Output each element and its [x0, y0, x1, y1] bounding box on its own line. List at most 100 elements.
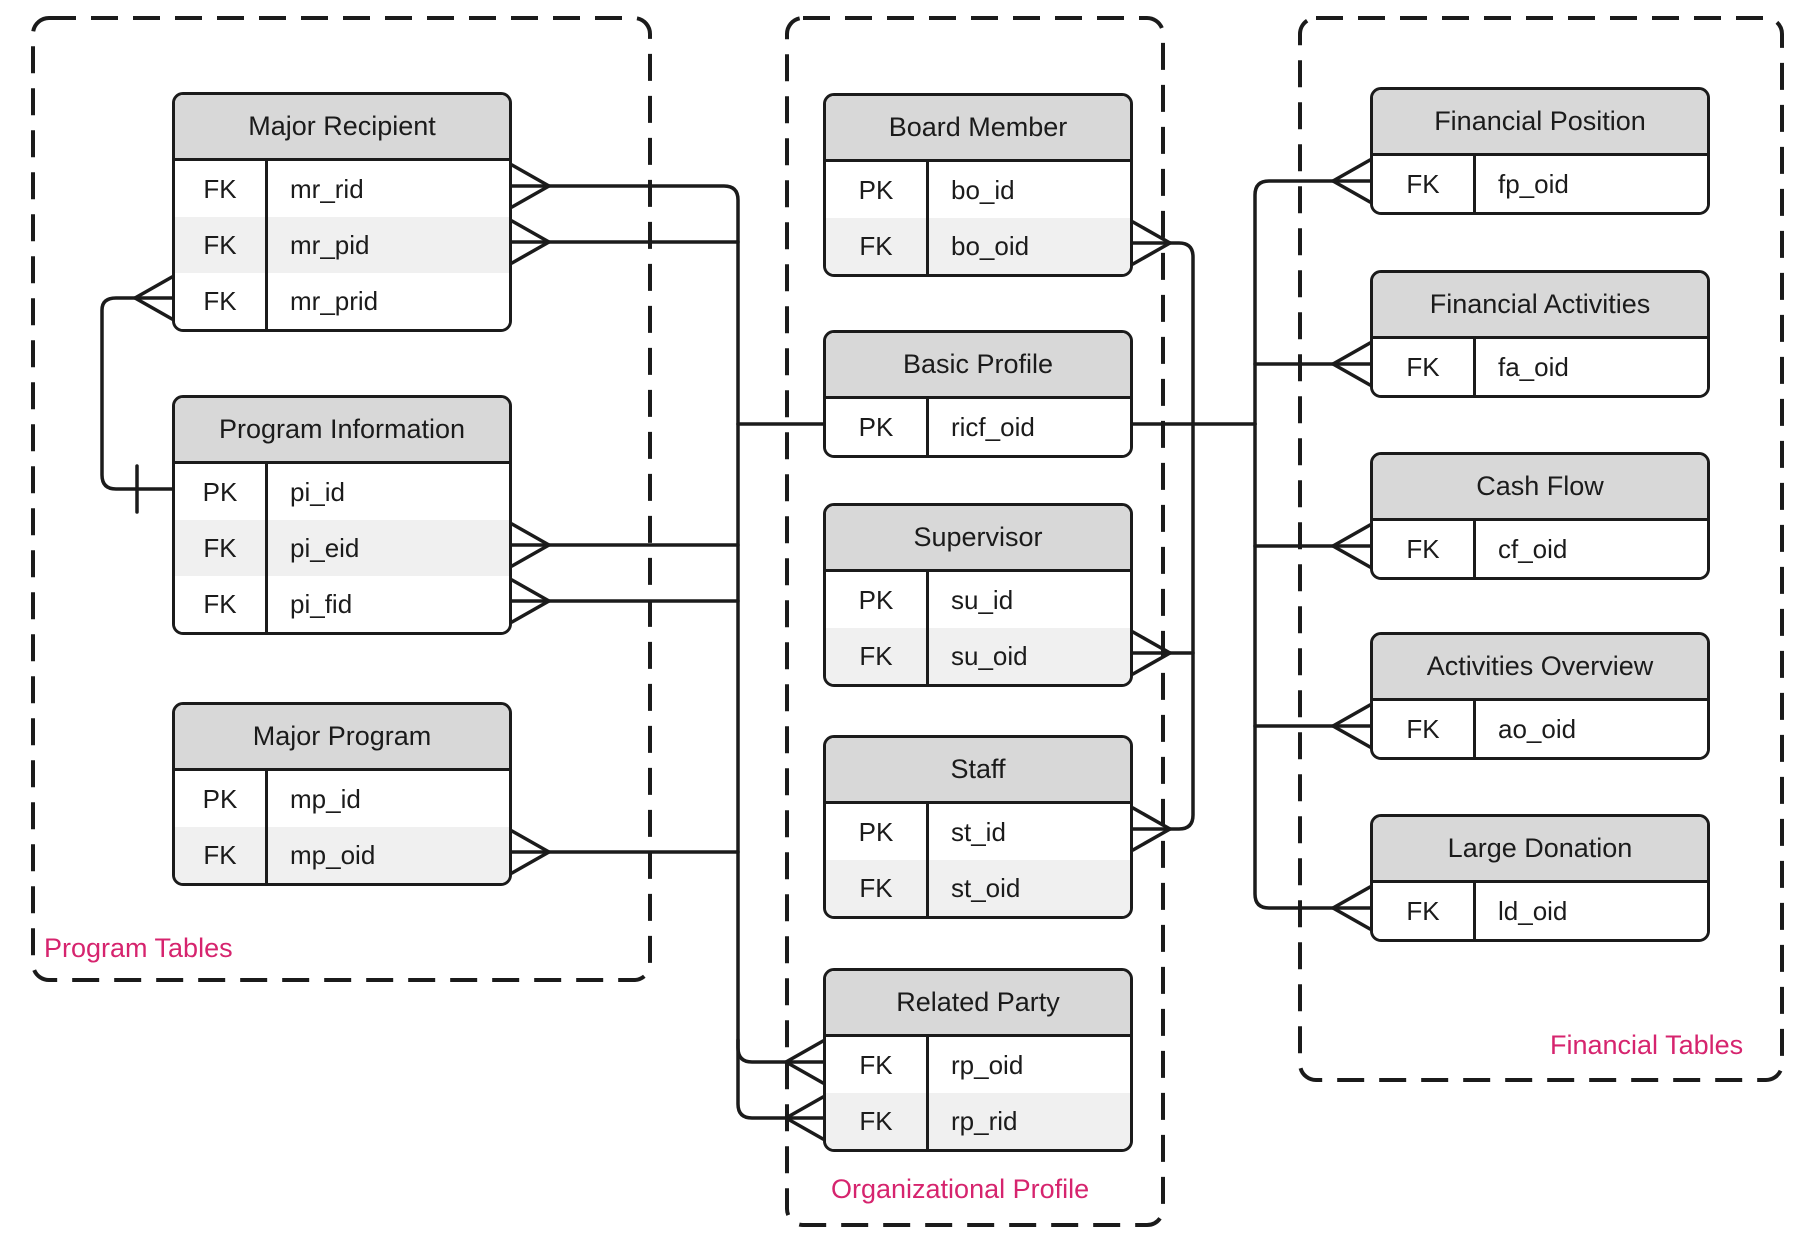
crow-foot-icon-pi-fid: [510, 578, 551, 624]
field-name: mp_oid: [265, 827, 509, 883]
entity-basic-profile: Basic Profile PK ricf_oid: [823, 330, 1133, 458]
field-name: st_oid: [926, 860, 1130, 916]
entity-major-recipient: Major Recipient FK mr_rid FK mr_pid FK m…: [172, 92, 512, 332]
edge-trunk-rp-rid: [736, 1038, 825, 1120]
entity-title: Large Donation: [1373, 817, 1707, 883]
edge-mr-rid-trunk: [510, 184, 825, 1064]
crow-foot-icon-fa-oid: [1331, 341, 1372, 387]
entity-title: Program Information: [175, 398, 509, 464]
field-name: bo_oid: [926, 218, 1130, 274]
entity-title: Financial Position: [1373, 90, 1707, 156]
crow-foot-icon-ao-oid: [1331, 703, 1372, 749]
key-label: PK: [858, 584, 894, 615]
crow-foot-icon-mr-prid: [133, 275, 174, 321]
key-label: FK: [203, 173, 237, 204]
key-label: FK: [859, 872, 893, 903]
field-name: pi_fid: [265, 576, 509, 632]
entity-title: Basic Profile: [826, 333, 1130, 399]
attribute-row: FK bo_oid: [826, 218, 1130, 274]
group-label-program-tables: Program Tables: [44, 933, 233, 963]
key-label: FK: [1406, 895, 1440, 926]
attribute-row: FK st_oid: [826, 860, 1130, 916]
entity-title: Activities Overview: [1373, 635, 1707, 701]
entity-staff: Staff PK st_id FK st_oid: [823, 735, 1133, 919]
attribute-row: FK ld_oid: [1373, 883, 1707, 939]
key-label: PK: [202, 783, 238, 814]
key-label: PK: [858, 411, 894, 442]
field-name: mr_rid: [265, 161, 509, 217]
entity-title: Financial Activities: [1373, 273, 1707, 339]
crow-foot-icons: [133, 158, 1372, 1141]
attribute-row: FK fa_oid: [1373, 339, 1707, 395]
attribute-row: FK ao_oid: [1373, 701, 1707, 757]
field-name: fp_oid: [1473, 156, 1707, 212]
attribute-row: FK rp_rid: [826, 1093, 1130, 1149]
field-name: su_id: [926, 572, 1130, 628]
key-label: FK: [1406, 168, 1440, 199]
entity-cash-flow: Cash Flow FK cf_oid: [1370, 452, 1710, 580]
key-label: FK: [859, 1105, 893, 1136]
group-label-organizational-profile: Organizational Profile: [831, 1174, 1090, 1204]
attribute-row: PK bo_id: [826, 162, 1130, 218]
field-name: pi_eid: [265, 520, 509, 576]
key-label: FK: [859, 640, 893, 671]
edge-trunk-financial-position: [1253, 179, 1372, 426]
entity-program-information: Program Information PK pi_id FK pi_eid F…: [172, 395, 512, 635]
attribute-row: FK mr_prid: [175, 273, 509, 329]
entity-financial-activities: Financial Activities FK fa_oid: [1370, 270, 1710, 398]
crow-foot-icon-mp-oid: [510, 829, 551, 875]
key-label: FK: [203, 285, 237, 316]
program-tables-frame: [31, 16, 652, 982]
entity-activities-overview: Activities Overview FK ao_oid: [1370, 632, 1710, 760]
key-label: PK: [858, 816, 894, 847]
field-name: ld_oid: [1473, 883, 1707, 939]
attribute-row: FK fp_oid: [1373, 156, 1707, 212]
field-name: ricf_oid: [926, 399, 1130, 455]
field-name: su_oid: [926, 628, 1130, 684]
crow-foot-icon-bo-oid: [1131, 220, 1172, 266]
field-name: mp_id: [265, 771, 509, 827]
field-name: rp_oid: [926, 1037, 1130, 1093]
key-label: FK: [859, 230, 893, 261]
entity-title: Staff: [826, 738, 1130, 804]
entity-title: Related Party: [826, 971, 1130, 1037]
entity-board-member: Board Member PK bo_id FK bo_oid: [823, 93, 1133, 277]
entity-title: Supervisor: [826, 506, 1130, 572]
key-label: FK: [859, 1049, 893, 1080]
attribute-row: FK mr_pid: [175, 217, 509, 273]
entity-title: Cash Flow: [1373, 455, 1707, 521]
field-name: rp_rid: [926, 1093, 1130, 1149]
attribute-row: PK st_id: [826, 804, 1130, 860]
crow-foot-icon-su-oid: [1131, 630, 1172, 676]
field-name: bo_id: [926, 162, 1130, 218]
entity-related-party: Related Party FK rp_oid FK rp_rid: [823, 968, 1133, 1152]
crow-foot-icon-rp-oid: [784, 1039, 825, 1085]
field-name: pi_id: [265, 464, 509, 520]
attribute-row: FK su_oid: [826, 628, 1130, 684]
field-name: cf_oid: [1473, 521, 1707, 577]
attribute-row: PK mp_id: [175, 771, 509, 827]
attribute-row: FK mr_rid: [175, 161, 509, 217]
financial-tables-frame: [1298, 16, 1784, 1082]
key-label: PK: [858, 174, 894, 205]
crow-foot-icon-mr-pid: [510, 219, 551, 265]
organizational-profile-frame: [785, 16, 1165, 1227]
field-name: st_id: [926, 804, 1130, 860]
attribute-row: PK su_id: [826, 572, 1130, 628]
attribute-row: FK rp_oid: [826, 1037, 1130, 1093]
field-name: mr_pid: [265, 217, 509, 273]
key-label: FK: [1406, 351, 1440, 382]
key-label: FK: [1406, 713, 1440, 744]
crow-foot-icon-pi-eid: [510, 522, 551, 568]
entity-financial-position: Financial Position FK fp_oid: [1370, 87, 1710, 215]
entity-supervisor: Supervisor PK su_id FK su_oid: [823, 503, 1133, 687]
entity-large-donation: Large Donation FK ld_oid: [1370, 814, 1710, 942]
group-label-financial-tables: Financial Tables: [1550, 1030, 1744, 1060]
field-name: fa_oid: [1473, 339, 1707, 395]
crow-foot-icon-fp-oid: [1331, 158, 1372, 204]
relationship-edges: [100, 179, 1372, 1120]
field-name: mr_prid: [265, 273, 509, 329]
key-label: FK: [203, 839, 237, 870]
